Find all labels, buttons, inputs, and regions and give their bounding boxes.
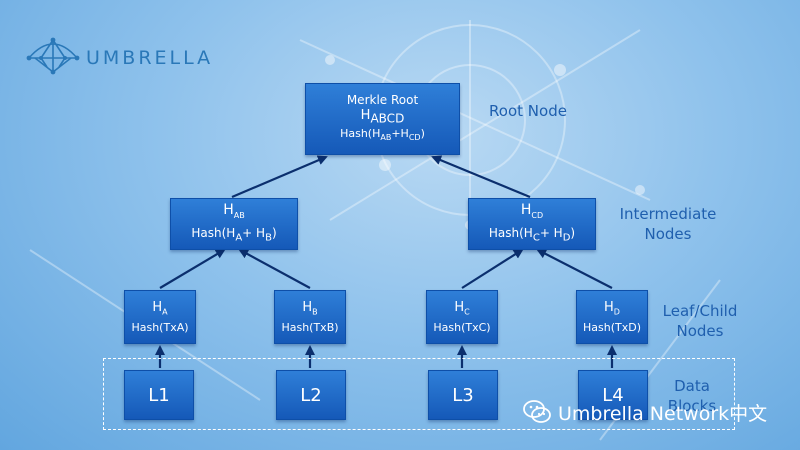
merkle-root-hash: HABCD [360,107,405,126]
leaf-formula: Hash(TxA) [131,320,189,334]
label-root-node: Root Node [489,102,567,120]
merkle-root-title: Merkle Root [346,92,419,107]
merkle-root-node: Merkle Root HABCD Hash(HAB+HCD) [305,83,460,155]
umbrella-logo: UMBRELLA [24,36,234,80]
intermediate-hash: HCD [520,202,544,221]
leaf-hash: HD [604,300,620,317]
leaf-node-hd: HD Hash(TxD) [576,290,648,344]
intermediate-hash: HAB [223,202,245,221]
umbrella-logo-icon [26,37,80,75]
leaf-hash: HB [302,300,318,317]
data-blocks-frame [103,358,735,430]
arrow-hb-hab [238,249,311,289]
logo-text: UMBRELLA [86,47,214,69]
data-block-l1: L1 [124,370,194,420]
leaf-formula: Hash(TxC) [433,320,491,334]
watermark-text: Umbrella Network中文 [558,402,768,425]
arrow-hc-hcd [461,248,524,289]
data-block-l3: L3 [428,370,498,420]
intermediate-formula: Hash(HC+ HD) [488,226,576,244]
leaf-formula: Hash(TxD) [583,320,641,334]
wechat-icon [523,400,551,423]
data-block-l4: L4 [578,370,648,420]
intermediate-formula: Hash(HA+ HB) [191,226,277,244]
leaf-node-hc: HC Hash(TxC) [426,290,498,344]
arrow-hab-root [231,155,328,199]
watermark: Umbrella Network中文 [522,398,767,426]
data-block-l2: L2 [276,370,346,420]
intermediate-node-hcd: HCD Hash(HC+ HD) [468,198,596,250]
leaf-hash: HA [152,300,168,317]
arrow-ha-hab [159,248,226,289]
arrow-hcd-root [431,155,531,199]
arrow-hd-hcd [536,249,613,289]
leaf-formula: Hash(TxB) [281,320,339,334]
leaf-node-ha: HA Hash(TxA) [124,290,196,344]
leaf-node-hb: HB Hash(TxB) [274,290,346,344]
intermediate-node-hab: HAB Hash(HA+ HB) [170,198,298,250]
merkle-root-formula: Hash(HAB+HCD) [340,127,425,143]
leaf-hash: HC [454,300,470,317]
